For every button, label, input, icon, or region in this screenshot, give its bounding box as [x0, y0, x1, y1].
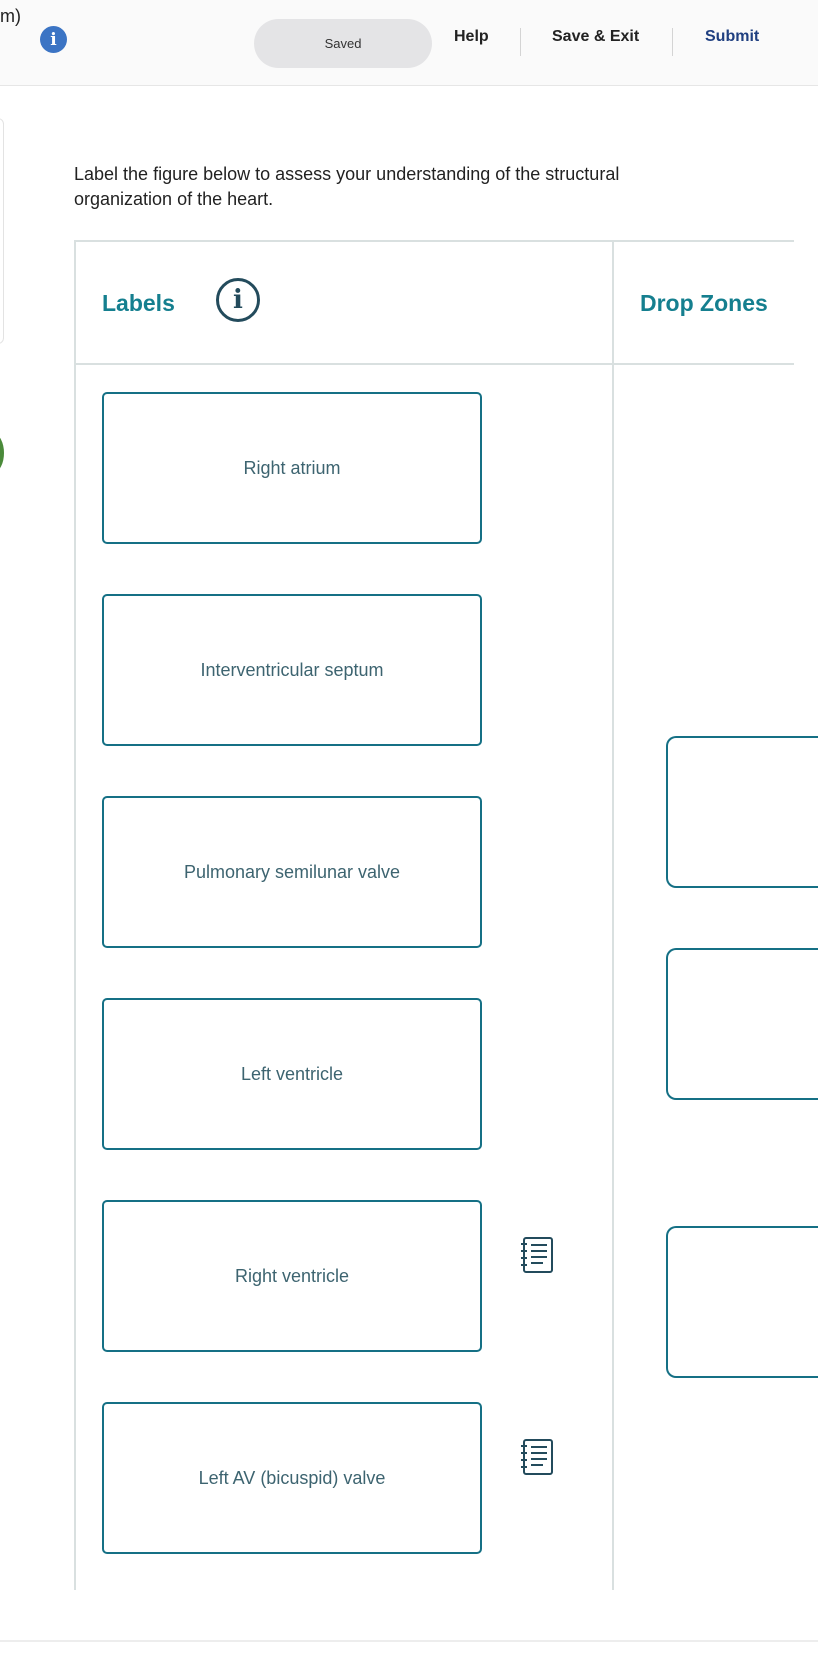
drop-zone[interactable] [666, 948, 818, 1100]
drop-zone[interactable] [666, 1226, 818, 1378]
truncated-header-text: m) [0, 6, 21, 26]
toolbar-divider [520, 28, 521, 56]
progress-indicator-fragment [0, 434, 4, 472]
notepad-icon[interactable] [519, 1436, 557, 1478]
top-toolbar: m) i Saved Help Save & Exit Submit [0, 0, 818, 86]
notepad-icon[interactable] [519, 1234, 557, 1276]
footer-divider [0, 1640, 818, 1642]
save-exit-button[interactable]: Save & Exit [552, 28, 640, 45]
submit-button[interactable]: Submit [705, 28, 760, 45]
info-icon[interactable]: i [40, 26, 67, 53]
labels-column-title: Labels [102, 290, 175, 316]
help-button[interactable]: Help [454, 28, 489, 45]
drop-zones-column-title: Drop Zones [640, 290, 768, 316]
side-panel-fragment [0, 118, 4, 344]
label-left-av-bicuspid-valve[interactable]: Left AV (bicuspid) valve [102, 1402, 482, 1554]
board-header-divider [74, 363, 794, 365]
question-instruction: Label the figure below to assess your un… [74, 164, 620, 209]
label-right-atrium[interactable]: Right atrium [102, 392, 482, 544]
board-border [74, 1105, 76, 1590]
column-divider [612, 240, 614, 1590]
labels-info-icon[interactable]: i [216, 278, 260, 322]
saved-status-badge: Saved [254, 19, 432, 68]
toolbar-divider [672, 28, 673, 56]
board-border [74, 240, 794, 242]
drop-zone[interactable] [666, 736, 818, 888]
labeling-board: Labels i Drop Zones Right atrium Interve… [74, 240, 818, 1590]
board-border [74, 240, 76, 1105]
label-right-ventricle[interactable]: Right ventricle [102, 1200, 482, 1352]
label-interventricular-septum[interactable]: Interventricular septum [102, 594, 482, 746]
label-left-ventricle[interactable]: Left ventricle [102, 998, 482, 1150]
label-pulmonary-semilunar-valve[interactable]: Pulmonary semilunar valve [102, 796, 482, 948]
